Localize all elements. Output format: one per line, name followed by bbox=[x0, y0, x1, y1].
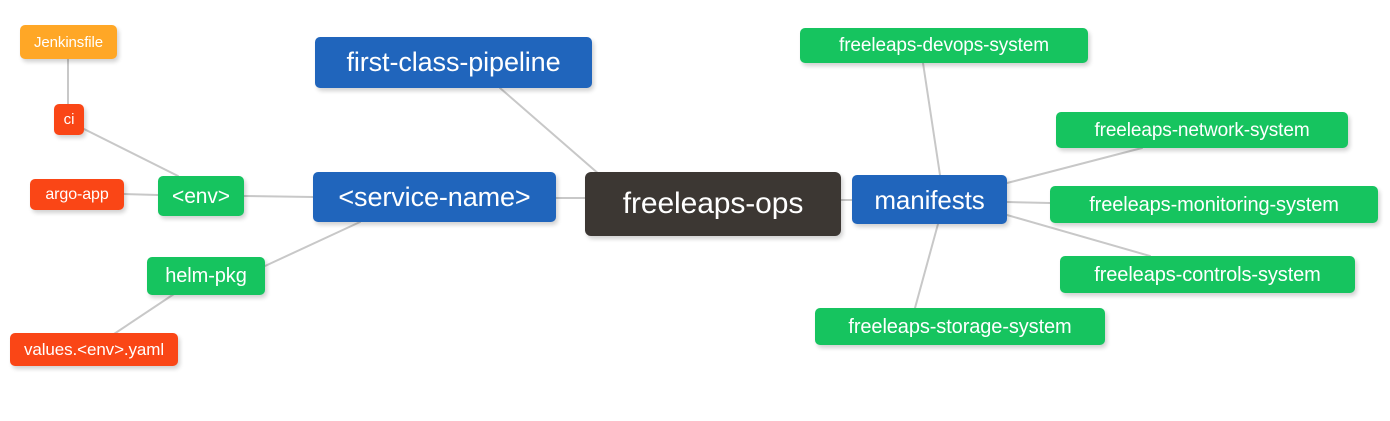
node-label: argo-app bbox=[45, 185, 109, 203]
node-devops-system[interactable]: freeleaps-devops-system bbox=[800, 28, 1088, 63]
node-service-name[interactable]: <service-name> bbox=[313, 172, 556, 222]
node-jenkinsfile[interactable]: Jenkinsfile bbox=[20, 25, 117, 59]
node-label: <service-name> bbox=[338, 181, 531, 212]
node-argo-app[interactable]: argo-app bbox=[30, 179, 124, 210]
node-label: helm-pkg bbox=[165, 265, 247, 287]
node-label: manifests bbox=[874, 184, 985, 215]
node-monitoring-system[interactable]: freeleaps-monitoring-system bbox=[1050, 186, 1378, 223]
edge-service-name-to-env bbox=[243, 195, 314, 198]
edge-env-to-argo-app bbox=[123, 193, 159, 196]
node-manifests[interactable]: manifests bbox=[852, 175, 1007, 224]
node-helm-pkg[interactable]: helm-pkg bbox=[147, 257, 265, 295]
node-label: values.<env>.yaml bbox=[23, 340, 165, 359]
edge-manifests-to-storage-system bbox=[914, 223, 939, 309]
node-env[interactable]: <env> bbox=[158, 176, 244, 216]
node-label: first-class-pipeline bbox=[346, 47, 561, 77]
edge-manifests-to-monitoring-system bbox=[1006, 201, 1051, 204]
edge-helm-pkg-to-values-yaml bbox=[113, 293, 175, 335]
edge-freeleaps-ops-to-first-class-pipeline bbox=[499, 87, 601, 176]
node-label: <env> bbox=[172, 184, 230, 208]
node-values-yaml[interactable]: values.<env>.yaml bbox=[10, 333, 178, 366]
edge-env-to-ci bbox=[83, 128, 179, 177]
node-label: freeleaps-ops bbox=[622, 187, 804, 220]
node-label: freeleaps-storage-system bbox=[848, 315, 1072, 338]
node-freeleaps-ops[interactable]: freeleaps-ops bbox=[585, 172, 841, 236]
node-label: ci bbox=[63, 111, 75, 128]
node-network-system[interactable]: freeleaps-network-system bbox=[1056, 112, 1348, 148]
node-label: freeleaps-devops-system bbox=[839, 35, 1049, 56]
node-label: freeleaps-monitoring-system bbox=[1089, 193, 1339, 216]
edge-manifests-to-devops-system bbox=[922, 62, 941, 176]
node-ci[interactable]: ci bbox=[54, 104, 84, 135]
edge-service-name-to-helm-pkg bbox=[264, 221, 361, 267]
node-label: freeleaps-controls-system bbox=[1094, 263, 1321, 286]
node-storage-system[interactable]: freeleaps-storage-system bbox=[815, 308, 1105, 345]
node-label: Jenkinsfile bbox=[34, 33, 103, 51]
node-label: freeleaps-network-system bbox=[1094, 119, 1310, 141]
node-first-class-pipeline[interactable]: first-class-pipeline bbox=[315, 37, 592, 88]
node-controls-system[interactable]: freeleaps-controls-system bbox=[1060, 256, 1355, 293]
edge-manifests-to-network-system bbox=[1006, 147, 1143, 184]
